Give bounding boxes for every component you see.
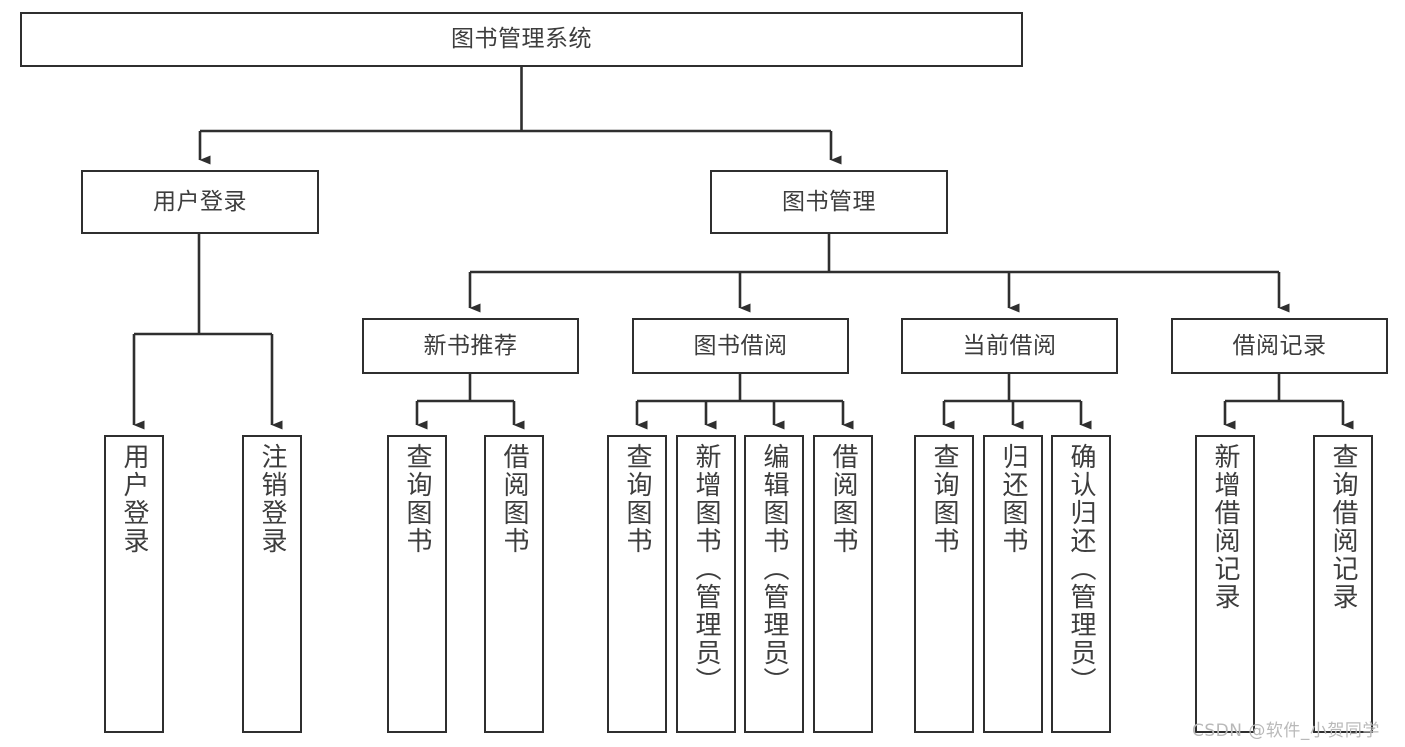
node-leaf-add-borrow-record[interactable]: 新增借阅记录 (1195, 435, 1255, 733)
node-leaf-query-book-rec[interactable]: 查询图书 (387, 435, 447, 733)
node-leaf-return-book[interactable]: 归还图书 (983, 435, 1043, 733)
node-leaf-edit-book-admin-label: 编辑图书（管理员） (759, 443, 789, 695)
node-leaf-user-login[interactable]: 用户登录 (104, 435, 164, 733)
node-leaf-query-book-rec-label: 查询图书 (402, 443, 432, 555)
node-borrow-record-label: 借阅记录 (1232, 332, 1327, 359)
node-leaf-query-book-current-label: 查询图书 (929, 443, 959, 555)
node-borrow-record[interactable]: 借阅记录 (1171, 318, 1388, 374)
node-current-borrow-label: 当前借阅 (962, 332, 1057, 359)
node-root-label: 图书管理系统 (451, 26, 592, 53)
node-book-borrow[interactable]: 图书借阅 (632, 318, 849, 374)
node-book-manage[interactable]: 图书管理 (710, 170, 948, 234)
node-leaf-query-book-borrow[interactable]: 查询图书 (607, 435, 667, 733)
node-leaf-query-borrow-record-label: 查询借阅记录 (1328, 443, 1358, 611)
csdn-watermark: CSDN @软件_小贺同学 (1192, 721, 1380, 741)
node-leaf-borrow-book[interactable]: 借阅图书 (813, 435, 873, 733)
node-leaf-query-book-current[interactable]: 查询图书 (914, 435, 974, 733)
node-leaf-add-book-admin[interactable]: 新增图书（管理员） (676, 435, 736, 733)
node-user-login[interactable]: 用户登录 (81, 170, 319, 234)
node-root[interactable]: 图书管理系统 (20, 12, 1023, 67)
node-leaf-confirm-return-admin-label: 确认归还（管理员） (1066, 443, 1096, 695)
node-new-book-rec-label: 新书推荐 (423, 332, 518, 359)
node-current-borrow[interactable]: 当前借阅 (901, 318, 1118, 374)
node-leaf-logout[interactable]: 注销登录 (242, 435, 302, 733)
node-leaf-edit-book-admin[interactable]: 编辑图书（管理员） (744, 435, 804, 733)
node-leaf-add-borrow-record-label: 新增借阅记录 (1210, 443, 1240, 611)
node-leaf-borrow-book-label: 借阅图书 (828, 443, 858, 555)
node-leaf-borrow-book-rec[interactable]: 借阅图书 (484, 435, 544, 733)
node-book-manage-label: 图书管理 (782, 188, 876, 215)
node-leaf-query-book-borrow-label: 查询图书 (622, 443, 652, 555)
node-leaf-logout-label: 注销登录 (257, 443, 287, 555)
node-leaf-borrow-book-rec-label: 借阅图书 (499, 443, 529, 555)
node-leaf-add-book-admin-label: 新增图书（管理员） (691, 443, 721, 695)
node-user-login-label: 用户登录 (153, 188, 247, 215)
node-leaf-query-borrow-record[interactable]: 查询借阅记录 (1313, 435, 1373, 733)
node-book-borrow-label: 图书借阅 (693, 332, 788, 359)
node-leaf-confirm-return-admin[interactable]: 确认归还（管理员） (1051, 435, 1111, 733)
node-new-book-rec[interactable]: 新书推荐 (362, 318, 579, 374)
node-leaf-user-login-label: 用户登录 (119, 443, 149, 555)
node-leaf-return-book-label: 归还图书 (998, 443, 1028, 555)
